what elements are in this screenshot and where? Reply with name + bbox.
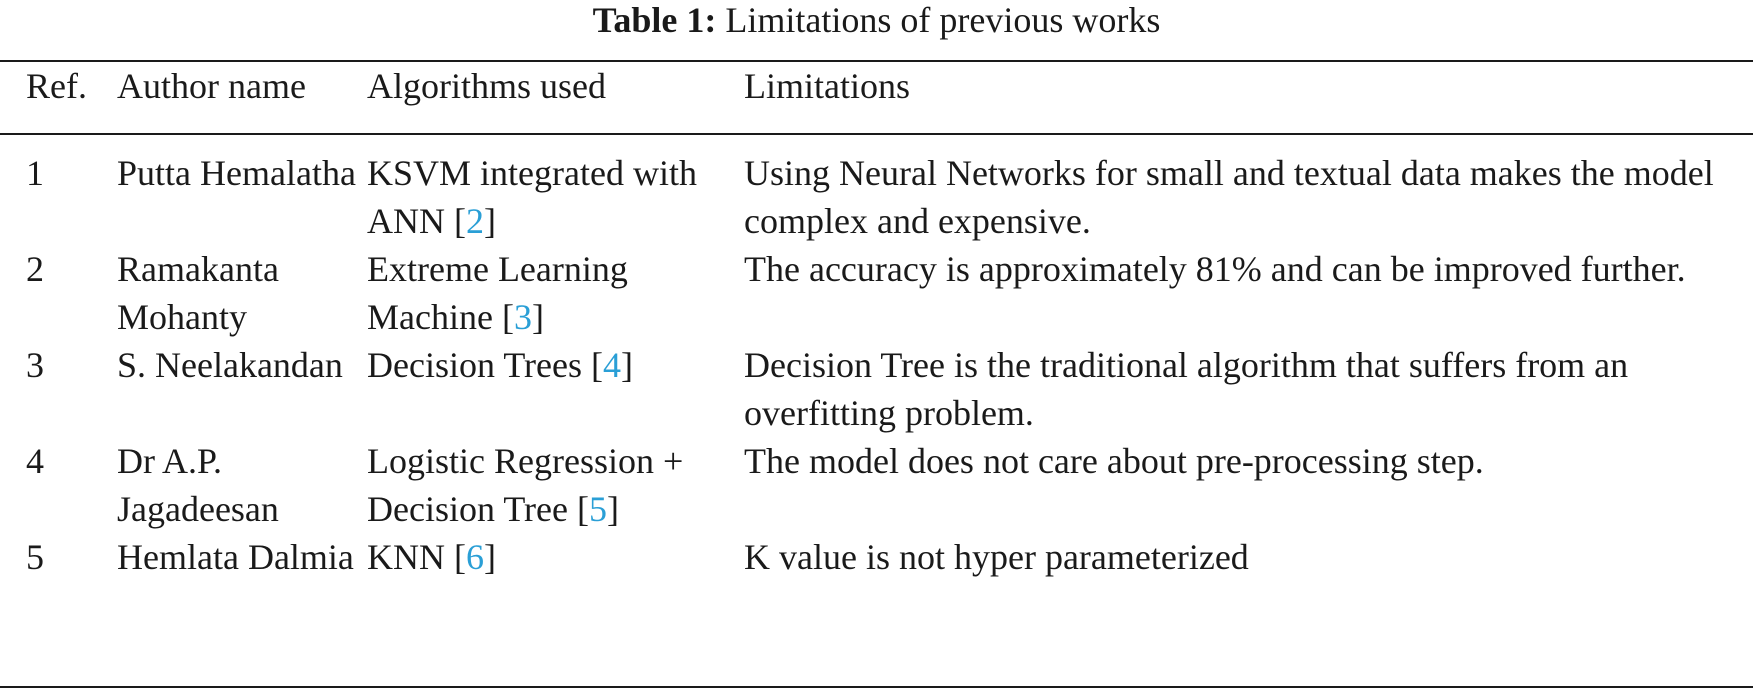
cell-algorithm: KNN [6]: [367, 537, 496, 577]
cell-algorithm: KSVM integrated with ANN [2]: [367, 153, 697, 241]
caption-text: Limitations of previous works: [725, 0, 1161, 40]
cell-limitation: K value is not hyper parameterized: [744, 537, 1249, 577]
table-header-row: Ref. Author name Algorithms used Limitat…: [0, 62, 1753, 133]
cell-author: Ramakanta Mohanty: [117, 249, 279, 337]
cell-author: Dr A.P. Jagadeesan: [117, 441, 279, 529]
cell-ref: 2: [26, 249, 44, 289]
cell-author: S. Neelakandan: [117, 345, 343, 385]
table-row: 5 Hemlata Dalmia KNN [6] K value is not …: [0, 533, 1753, 581]
table-row: 4 Dr A.P. Jagadeesan Logistic Regression…: [0, 437, 1753, 533]
header-author-name: Author name: [117, 66, 306, 106]
bottom-rule: [0, 686, 1753, 688]
cell-ref: 5: [26, 537, 44, 577]
cell-limitation: Using Neural Networks for small and text…: [744, 153, 1714, 241]
algorithm-text: Decision Trees: [367, 345, 582, 385]
cell-ref: 4: [26, 441, 44, 481]
citation-link[interactable]: 2: [466, 201, 484, 241]
caption-label: Table 1:: [592, 0, 717, 40]
header-ref: Ref.: [26, 66, 87, 106]
cell-limitation: The accuracy is approximately 81% and ca…: [744, 249, 1686, 289]
cell-ref: 1: [26, 153, 44, 193]
citation-link[interactable]: 3: [513, 297, 532, 337]
citation-link[interactable]: 4: [603, 345, 621, 385]
citation-link[interactable]: 6: [466, 537, 484, 577]
cell-ref: 3: [26, 345, 44, 385]
cell-algorithm: Decision Trees [4]: [367, 345, 633, 385]
limitations-table: Ref. Author name Algorithms used Limitat…: [0, 62, 1753, 581]
cell-algorithm: Logistic Regression + Decision Tree [5]: [367, 441, 684, 529]
cell-algorithm: Extreme Learning Machine [3]: [367, 249, 628, 337]
cell-limitation: The model does not care about pre-proces…: [744, 441, 1484, 481]
header-algorithms-used: Algorithms used: [367, 66, 606, 106]
citation-link[interactable]: 5: [589, 489, 607, 529]
table-row: 3 S. Neelakandan Decision Trees [4] Deci…: [0, 341, 1753, 437]
cell-limitation: Decision Tree is the traditional algorit…: [744, 345, 1629, 433]
cell-author: Putta Hemalatha: [117, 153, 356, 193]
header-rule: [0, 133, 1753, 135]
algorithm-text: KNN: [367, 537, 445, 577]
cell-author: Hemlata Dalmia: [117, 537, 354, 577]
top-rule: [0, 60, 1753, 62]
algorithm-text: Logistic Regression + Decision Tree: [367, 441, 684, 529]
algorithm-text: Extreme Learning Machine: [367, 249, 628, 337]
table-row: 1 Putta Hemalatha KSVM integrated with A…: [0, 133, 1753, 245]
algorithm-text: KSVM integrated with ANN: [367, 153, 697, 241]
table-caption: Table 1: Limitations of previous works: [0, 0, 1753, 44]
header-limitations: Limitations: [744, 66, 910, 106]
table-row: 2 Ramakanta Mohanty Extreme Learning Mac…: [0, 245, 1753, 341]
